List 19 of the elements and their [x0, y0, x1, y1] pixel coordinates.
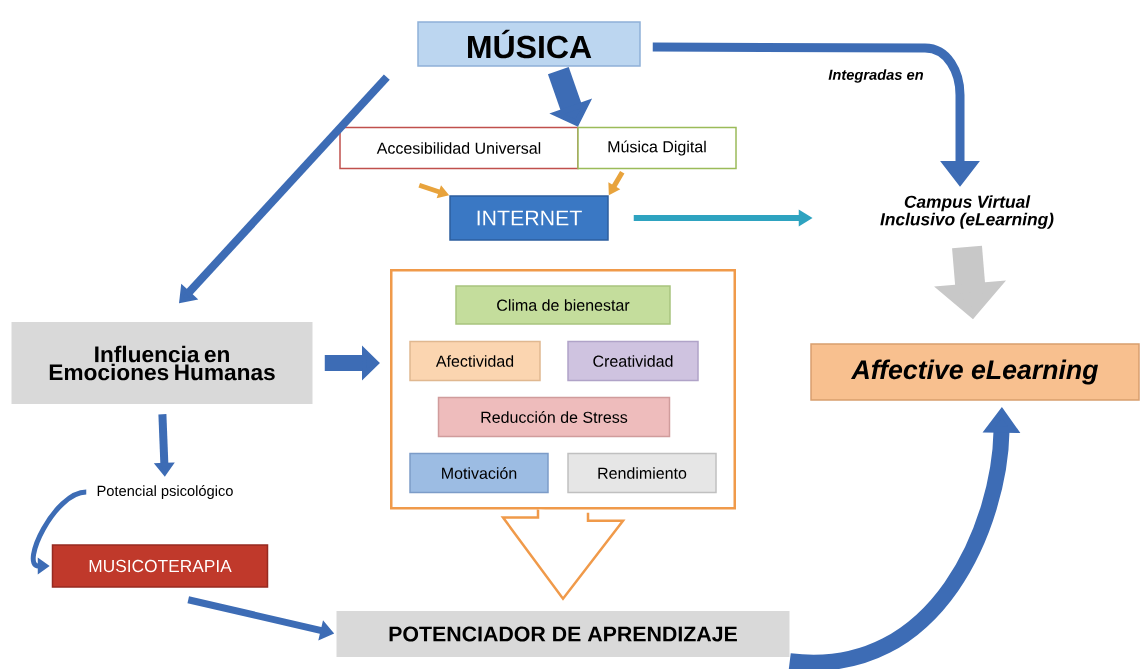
- process-box: MUSICOTERAPIA: [51, 544, 269, 588]
- process-box: Reducción de Stress: [437, 396, 671, 438]
- block-arrow: [500, 508, 626, 601]
- text-box: Accesibilidad Universal: [339, 126, 579, 170]
- result-box: Affective eLearning: [810, 343, 1140, 401]
- process-box: POTENCIADOR DE APRENDIZAJE: [336, 611, 790, 657]
- text-box: Música Digital: [577, 126, 737, 170]
- process-box: Clima de bienestar: [455, 285, 671, 325]
- node-text: Potencial psicológico: [97, 485, 233, 499]
- title-box: MÚSICA: [417, 21, 641, 67]
- process-box: Motivación: [409, 452, 549, 494]
- node-text: Campus Virtual Inclusivo (eLearning): [880, 195, 1054, 229]
- process-box: Rendimiento: [567, 452, 717, 494]
- process-box: Creatividad: [567, 340, 699, 382]
- group-frame: [390, 269, 736, 510]
- edge-label: Integradas en: [828, 69, 924, 83]
- process-box: INTERNET: [449, 195, 609, 241]
- process-box: Afectividad: [409, 340, 541, 382]
- process-box: Influencia en Emociones Humanas: [11, 322, 313, 404]
